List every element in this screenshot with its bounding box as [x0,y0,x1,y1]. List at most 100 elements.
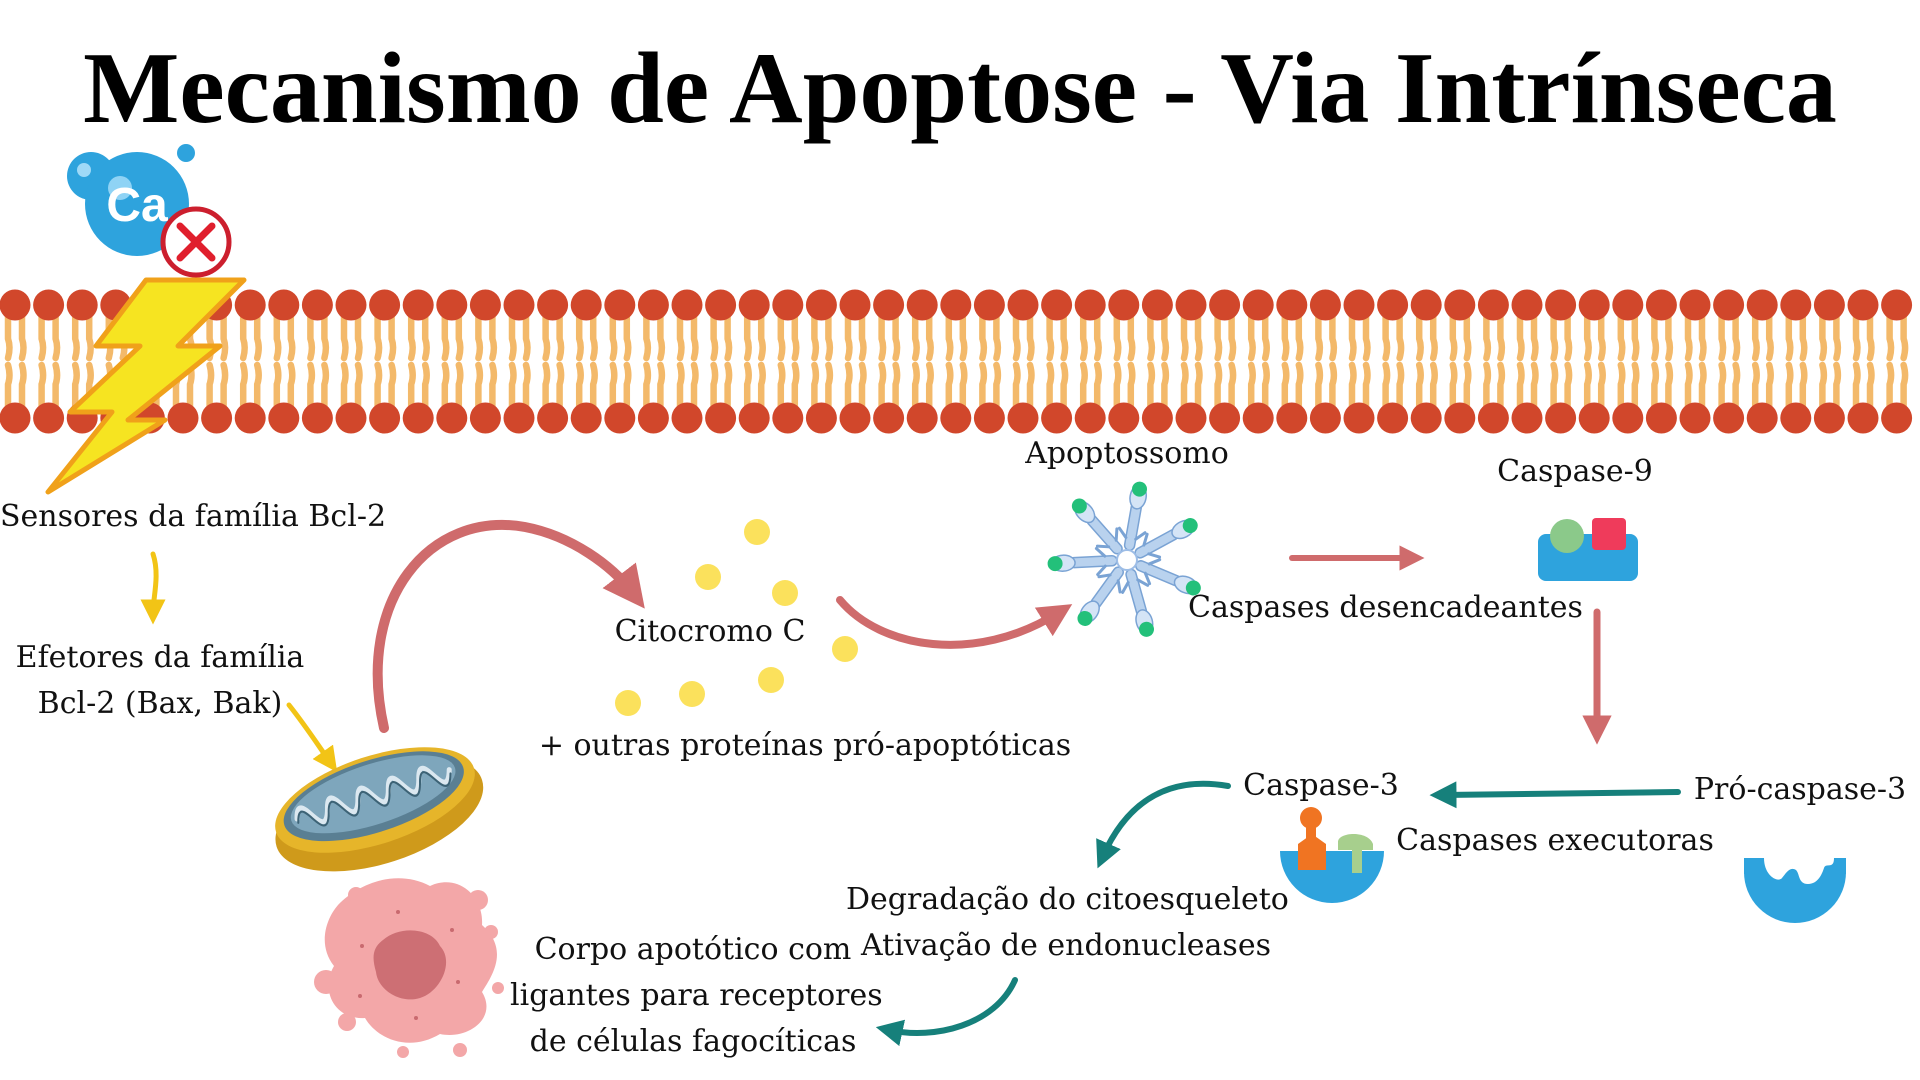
executor-caspases-text: Caspases executoras [1396,823,1714,858]
lipid-tail [1093,361,1102,412]
lipid-head [1713,289,1745,321]
lipid-tail [1093,311,1102,362]
lipid-head [503,402,535,434]
lipid-tail [1362,311,1371,362]
lipid-head [469,402,501,434]
lipid-head [940,402,972,434]
lipid-tail [844,361,853,412]
lipid-tail [1396,311,1405,362]
lipid-tail [710,361,719,412]
lipid-tail [307,361,316,412]
lipid-head [33,402,65,434]
lipid-tail [71,361,80,412]
lipid-head [1545,289,1577,321]
lipid-tail [18,361,27,412]
executor-caspases-label: Caspases executoras [1390,818,1720,864]
lipid-head [906,289,938,321]
lipid-head [1141,402,1173,434]
lipid-tail [239,361,248,412]
lightning-bolt-icon [45,277,247,495]
lipid-tail [340,311,349,362]
lipid-head [940,289,972,321]
lipid-tail [757,361,766,412]
lipid-tail [1765,361,1774,412]
lipid-tail [811,361,820,412]
lipid-tail [1247,311,1256,362]
lipid-tail [1429,311,1438,362]
lipid-head [167,402,199,434]
lipid-tail [676,311,685,362]
lipid-tail [825,311,834,362]
lipid-tail [1147,311,1156,362]
lipid-tail [4,361,13,412]
lipid-tail [1194,361,1203,412]
lipid-head [1007,289,1039,321]
lipid-head [637,402,669,434]
lipid-tail [1415,311,1424,362]
lipid-tail [1463,361,1472,412]
lipid-head [873,402,905,434]
lipid-tail [757,311,766,362]
lipid-tail [542,311,551,362]
lipid-head [705,402,737,434]
lipid-tail [1281,361,1290,412]
lipid-tail [1214,361,1223,412]
initiator-caspases-text: Caspases desencadeantes [1188,590,1583,625]
apoptosome-label: Apoptossomo [1000,431,1254,477]
lipid-tail [1564,361,1573,412]
lipid-head [33,289,65,321]
lipid-head [738,289,770,321]
lipid-tail [1617,361,1626,412]
sensors-label: Sensores da família Bcl-2 [0,494,386,540]
lipid-tail [1348,361,1357,412]
lipid-tail [791,361,800,412]
lipid-tail [1751,361,1760,412]
apoptosome-spoke [1121,568,1155,637]
lipid-head [1242,402,1274,434]
lipid-tail [1651,361,1660,412]
lipid-head [805,289,837,321]
lipid-tail [1651,311,1660,362]
lipid-tail [724,311,733,362]
lipid-tail [1497,361,1506,412]
apoptosome-spoke [1047,547,1118,576]
lipid-tail [1194,311,1203,362]
lipid-tail [1900,311,1909,362]
lipid-tail [575,311,584,362]
lipid-head [1041,289,1073,321]
mitochondrion-icon [275,747,484,872]
lipid-tail [1127,311,1136,362]
lipid-tail [38,361,47,412]
lipid-head [873,289,905,321]
lipid-tail [623,311,632,362]
lipid-tail [1852,361,1861,412]
lipid-tail [1530,361,1539,412]
lipid-tail [690,311,699,362]
lipid-head [604,402,636,434]
lipid-tail [892,361,901,412]
sensors-to-effectors-arrow [140,551,166,625]
lipid-head [973,289,1005,321]
lipid-head [469,289,501,321]
lipid-tail [993,311,1002,362]
lipid-head [1175,289,1207,321]
lipid-tail [676,361,685,412]
lipid-tail [1583,361,1592,412]
lipid-tail [643,311,652,362]
effectors-label: Efetores da família Bcl-2 (Bax, Bak) [0,635,320,727]
effectors-to-mitochondrion-arrow [286,702,338,773]
lipid-tail [374,311,383,362]
lipid-head [839,402,871,434]
effectors-line-1: Efetores da família [15,640,305,675]
lipid-tail [287,361,296,412]
lipid-head [772,402,804,434]
lipid-tail [959,311,968,362]
lipid-tail [1852,311,1861,362]
lipid-tail [1012,311,1021,362]
lipid-head [1645,289,1677,321]
lipid-tail [1012,361,1021,412]
lipid-tail [421,311,430,362]
lipid-tail [1161,361,1170,412]
lipid-head [1713,402,1745,434]
lipid-tail [1060,361,1069,412]
